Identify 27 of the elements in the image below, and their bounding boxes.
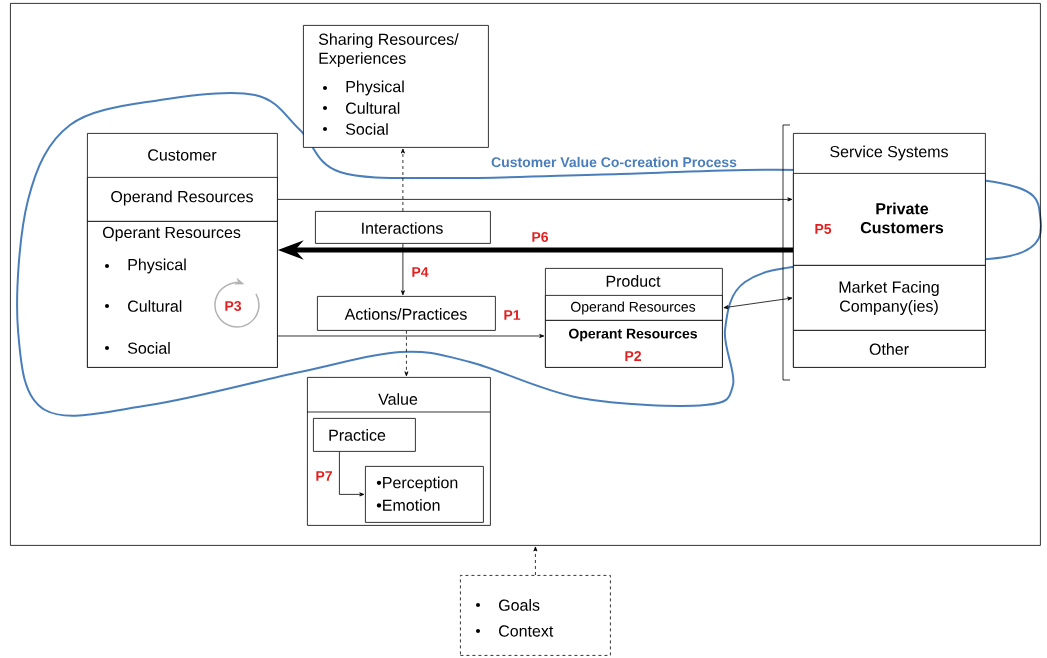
proposition-label: P5 bbox=[815, 224, 832, 234]
proposition-label: P3 bbox=[225, 301, 242, 311]
edge-label: P6 bbox=[532, 232, 549, 242]
text-box: Sharing Resources/ Experiences Physical Cultural Social bbox=[303, 25, 489, 148]
row-box: Other bbox=[793, 330, 986, 368]
arrow bbox=[533, 546, 538, 576]
edge-label: P1 bbox=[504, 310, 521, 320]
process-box: Actions/Practices bbox=[317, 296, 496, 331]
edge-label: P7 bbox=[316, 471, 332, 481]
process-box: Practice bbox=[313, 418, 416, 452]
row-box: Operand Resources bbox=[545, 295, 723, 321]
arrow bbox=[400, 243, 405, 296]
arrow bbox=[277, 197, 793, 202]
proposition-label: P2 bbox=[625, 351, 641, 361]
note-box: Goals Context bbox=[460, 575, 611, 656]
frame-box bbox=[10, 3, 1041, 546]
arrow bbox=[400, 148, 405, 212]
row-box: Market Facing Company(ies) bbox=[793, 265, 986, 331]
process-title: Customer Value Co-creation Process bbox=[491, 156, 737, 168]
arrow bbox=[723, 296, 793, 310]
process-box: Interactions bbox=[315, 211, 491, 244]
arrow bbox=[277, 334, 545, 338]
row-box: Operand Resources bbox=[87, 177, 278, 222]
arrow bbox=[339, 451, 365, 497]
edge-label: P4 bbox=[412, 267, 429, 277]
text-box: •Perception •Emotion bbox=[365, 466, 484, 523]
arrow bbox=[404, 330, 409, 377]
